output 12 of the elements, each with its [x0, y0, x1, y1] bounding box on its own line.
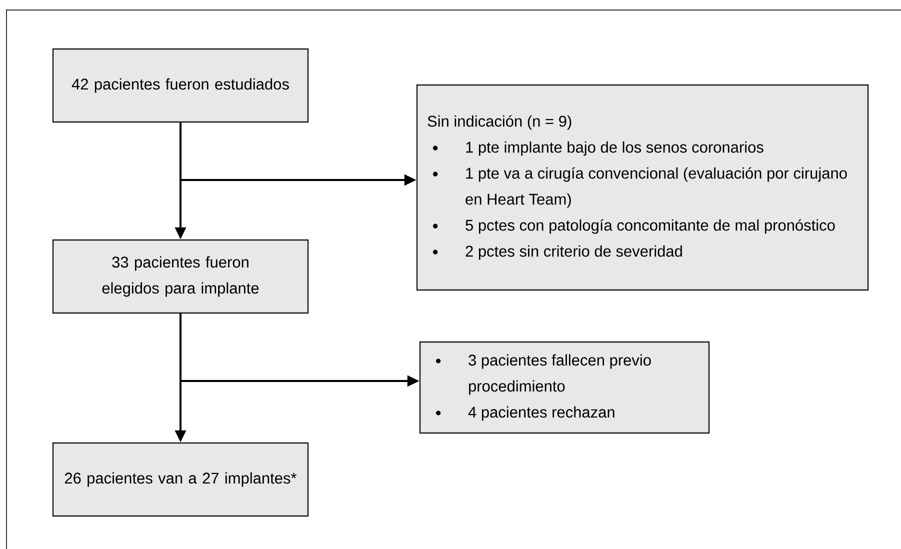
list-item: 4 pacientes rechazan — [468, 406, 614, 421]
list-item: 1 pte va a cirugía convencional (evaluación por cirujano en Heart Team) — [466, 167, 847, 208]
process-box — [416, 84, 869, 291]
box-heading: Sin indicación (n = 9) — [428, 115, 572, 130]
list-item: 1 pte implante bajo de los senos coronarios — [466, 141, 764, 156]
list-item: 3 pacientes fallecen previo procedimiento — [468, 354, 651, 395]
process-box: 33 pacientes fueron elegidos para implante — [52, 239, 309, 314]
process-box — [419, 341, 710, 434]
process-box: 26 pacientes van a 27 implantes* — [52, 442, 309, 517]
process-box: 42 pacientes fueron estudiados — [52, 48, 309, 123]
list-item: 5 pctes con patología concomitante de mal pronóstico — [466, 219, 835, 234]
list-item: 2 pctes sin criterio de severidad — [466, 245, 682, 260]
